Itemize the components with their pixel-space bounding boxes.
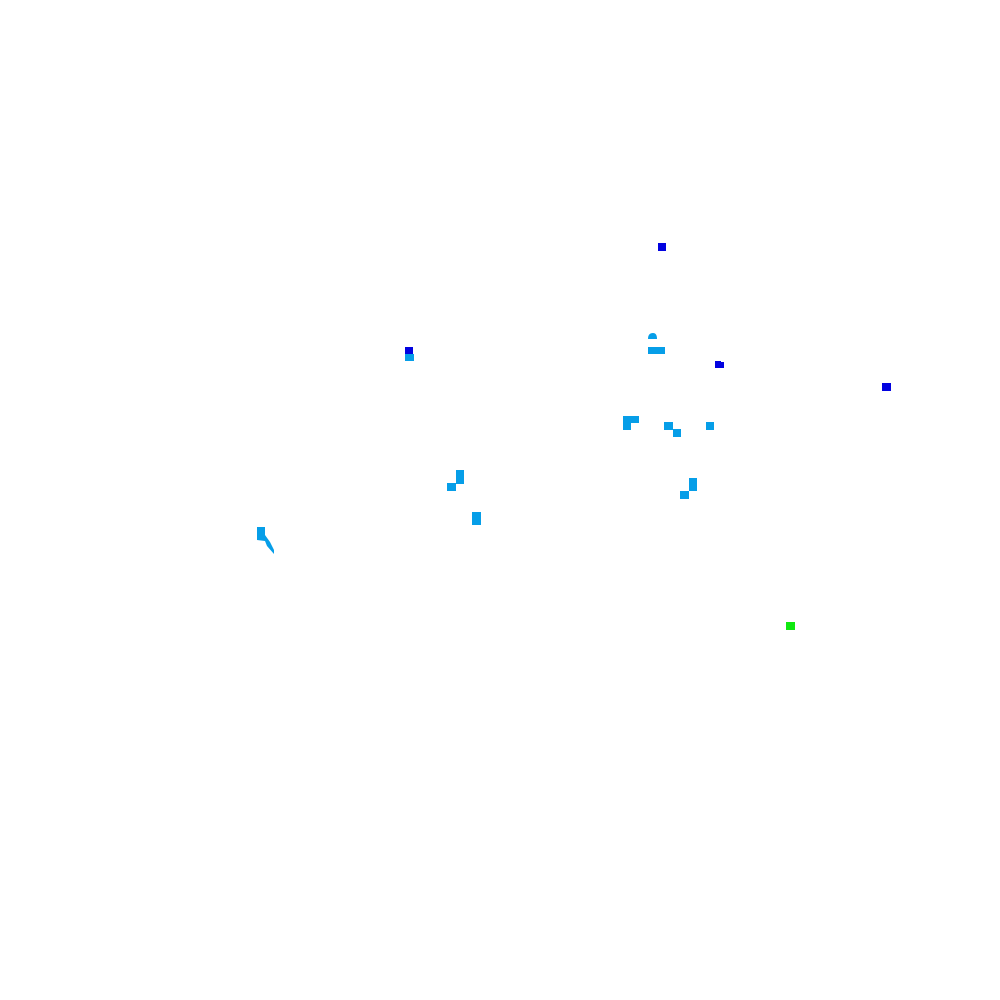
dark-blue-marker-4[interactable]	[882, 383, 891, 391]
light-blue-patch-3[interactable]	[648, 347, 665, 354]
dark-blue-marker-1[interactable]	[658, 243, 666, 251]
light-blue-patch-5[interactable]	[664, 422, 681, 437]
light-blue-patch-1[interactable]	[405, 354, 414, 361]
light-blue-patch-10[interactable]	[257, 527, 274, 554]
light-blue-patch-4[interactable]	[623, 416, 639, 430]
dark-blue-marker-3[interactable]	[715, 361, 724, 368]
light-blue-patch-9[interactable]	[472, 512, 481, 525]
green-marker-1[interactable]	[786, 622, 795, 630]
dark-blue-marker-2[interactable]	[405, 347, 413, 354]
light-blue-patch-8[interactable]	[680, 478, 697, 499]
light-blue-patch-2[interactable]	[648, 333, 657, 339]
light-blue-patch-6[interactable]	[706, 422, 714, 430]
light-blue-patch-7[interactable]	[447, 470, 464, 491]
